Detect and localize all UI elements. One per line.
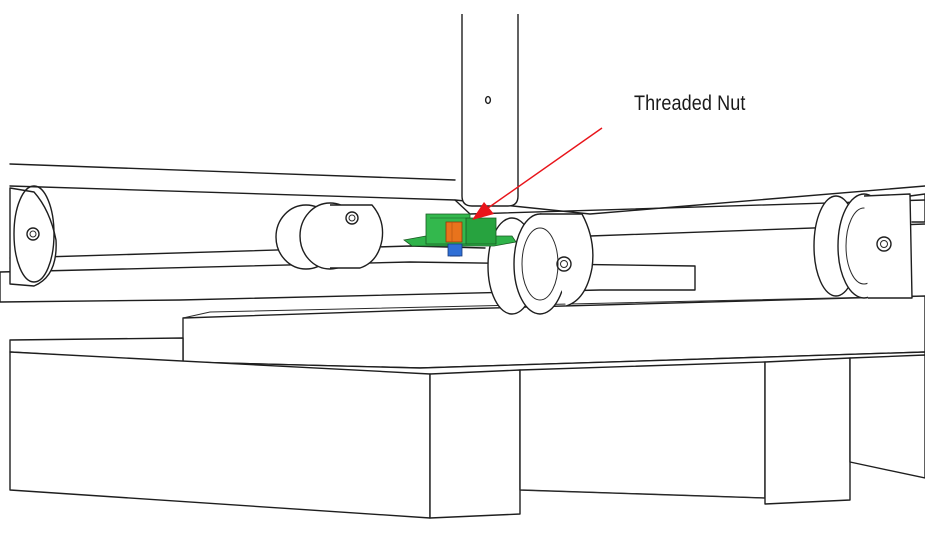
threaded-nut-label: Threaded Nut bbox=[634, 92, 746, 115]
caster-right bbox=[813, 193, 925, 299]
caster-front bbox=[487, 213, 594, 315]
leveling-bracket-assembly bbox=[403, 213, 517, 257]
cabinet-base bbox=[9, 14, 925, 259]
bracket-block-right bbox=[465, 217, 497, 245]
caster-middle-left bbox=[275, 202, 384, 270]
callout-arrow bbox=[472, 127, 603, 220]
wooden-pallet bbox=[0, 261, 925, 519]
leveling-bolt bbox=[447, 243, 463, 257]
caster-far-left bbox=[9, 185, 57, 287]
threaded-nut bbox=[445, 221, 463, 243]
